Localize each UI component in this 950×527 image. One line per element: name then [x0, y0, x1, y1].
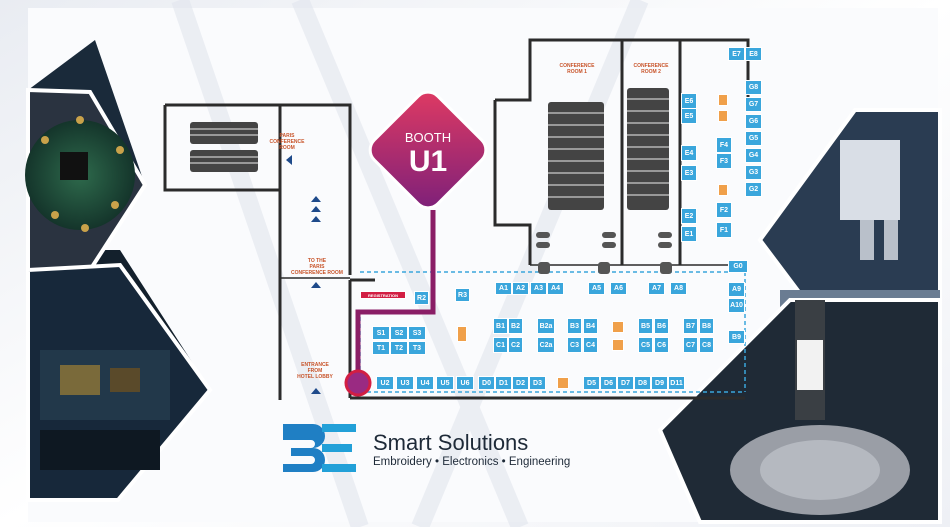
booth-c6[interactable]: C6 [654, 337, 669, 353]
booth-d2[interactable]: D2 [512, 376, 529, 390]
booth-a3[interactable]: A3 [530, 282, 547, 295]
booth-t2[interactable]: T2 [390, 341, 408, 355]
embroidery-machine-photo [657, 108, 942, 524]
booth-u3[interactable]: U3 [396, 376, 414, 390]
booth-r2[interactable]: R2 [414, 291, 429, 305]
booth-s1[interactable]: S1 [372, 326, 390, 340]
booth-[interactable] [612, 321, 624, 333]
booth-a8[interactable]: A8 [670, 282, 687, 295]
booth-d8[interactable]: D8 [634, 376, 651, 390]
booth-b5[interactable]: B5 [638, 318, 653, 334]
conference-room-1-label: CONFERENCE ROOM 1 [559, 63, 595, 75]
paris-conference-room-label: PARIS CONFERENCE ROOM [269, 133, 305, 151]
booth-[interactable] [718, 184, 728, 196]
booth-d7[interactable]: D7 [617, 376, 634, 390]
booth-s3[interactable]: S3 [408, 326, 426, 340]
booth-d9[interactable]: D9 [651, 376, 668, 390]
booth-g5[interactable]: G5 [745, 131, 762, 146]
booth-c2[interactable]: C2 [508, 337, 523, 353]
booth-r3[interactable]: R3 [455, 288, 470, 302]
booth-e3[interactable]: E3 [681, 165, 697, 181]
booth-d1[interactable]: D1 [495, 376, 512, 390]
floor-plan [163, 38, 750, 400]
booth-c3[interactable]: C3 [567, 337, 582, 353]
booth-b9[interactable]: B9 [728, 330, 745, 344]
booth-g2[interactable]: G2 [745, 182, 762, 197]
booth-d6[interactable]: D6 [600, 376, 617, 390]
booth-t1[interactable]: T1 [372, 341, 390, 355]
booth-g0[interactable]: G0 [728, 260, 748, 273]
booth-e4[interactable]: E4 [681, 145, 697, 161]
brand-logo-icon [283, 424, 356, 472]
booth-g3[interactable]: G3 [745, 165, 762, 180]
electronics-photo [25, 40, 213, 502]
booth-s2[interactable]: S2 [390, 326, 408, 340]
booth-g8[interactable]: G8 [745, 80, 762, 95]
booth-a4[interactable]: A4 [547, 282, 564, 295]
booth-c5[interactable]: C5 [638, 337, 653, 353]
booth-b3[interactable]: B3 [567, 318, 582, 334]
booth-u2[interactable]: U2 [376, 376, 394, 390]
booth-b7[interactable]: B7 [683, 318, 698, 334]
booth-a9[interactable]: A9 [728, 282, 745, 297]
booth-a6[interactable]: A6 [610, 282, 627, 295]
brand-title: Smart Solutions [373, 430, 529, 455]
booth-c2a[interactable]: C2a [537, 337, 555, 353]
booth-u6[interactable]: U6 [456, 376, 474, 390]
booth-f4[interactable]: F4 [716, 137, 732, 153]
booth-f1[interactable]: F1 [716, 222, 732, 238]
booth-e2[interactable]: E2 [681, 208, 697, 224]
booth-a5[interactable]: A5 [588, 282, 605, 295]
booth-d3[interactable]: D3 [529, 376, 546, 390]
booth-d5[interactable]: D5 [583, 376, 600, 390]
booth-d11[interactable]: D11 [668, 376, 685, 390]
booth-[interactable] [457, 326, 467, 342]
booth-e8[interactable]: E8 [745, 47, 762, 61]
booth-a2[interactable]: A2 [512, 282, 529, 295]
booth-[interactable] [718, 94, 728, 106]
booth-c4[interactable]: C4 [583, 337, 598, 353]
booth-badge [368, 90, 488, 210]
booth-f2[interactable]: F2 [716, 202, 732, 218]
booth-badge-line2: U1 [408, 145, 448, 178]
booth-b1[interactable]: B1 [493, 318, 508, 334]
booth-[interactable] [557, 377, 569, 389]
booth-u4[interactable]: U4 [416, 376, 434, 390]
booth-b4[interactable]: B4 [583, 318, 598, 334]
brand-subtitle: Embroidery • Electronics • Engineering [373, 456, 571, 468]
conference-room-2-label: CONFERENCE ROOM 2 [633, 63, 669, 75]
booth-c7[interactable]: C7 [683, 337, 698, 353]
booth-c8[interactable]: C8 [699, 337, 714, 353]
direction-arrows [286, 155, 321, 394]
booth-badge-line1: BOOTH [404, 130, 452, 145]
booth-e6[interactable]: E6 [681, 93, 697, 109]
booth-g7[interactable]: G7 [745, 97, 762, 112]
booth-g4[interactable]: G4 [745, 148, 762, 163]
booth-b8[interactable]: B8 [699, 318, 714, 334]
booth-b2[interactable]: B2 [508, 318, 523, 334]
to-paris-label: TO THE PARIS CONFERENCE ROOM [291, 258, 343, 276]
booth-f3[interactable]: F3 [716, 153, 732, 169]
booth-e7[interactable]: E7 [728, 47, 745, 61]
booth-[interactable] [612, 339, 624, 351]
booth-[interactable] [718, 110, 728, 122]
entrance-label: ENTRANCE FROM HOTEL LOBBY [297, 362, 333, 380]
booth-e1[interactable]: E1 [681, 226, 697, 242]
booth-d0[interactable]: D0 [478, 376, 495, 390]
booth-t3[interactable]: T3 [408, 341, 426, 355]
booth-a10[interactable]: A10 [728, 298, 745, 313]
route-line [355, 210, 436, 380]
booth-b6[interactable]: B6 [654, 318, 669, 334]
booth-e5[interactable]: E5 [681, 108, 697, 124]
booth-u5[interactable]: U5 [436, 376, 454, 390]
booth-a1[interactable]: A1 [495, 282, 512, 295]
registration-desk[interactable]: REGISTRATION [360, 291, 406, 299]
booth-u1-marker[interactable] [344, 369, 372, 397]
booth-a7[interactable]: A7 [648, 282, 665, 295]
booth-b2a[interactable]: B2a [537, 318, 555, 334]
booth-g6[interactable]: G6 [745, 114, 762, 129]
seating [190, 88, 669, 210]
booth-c1[interactable]: C1 [493, 337, 508, 353]
